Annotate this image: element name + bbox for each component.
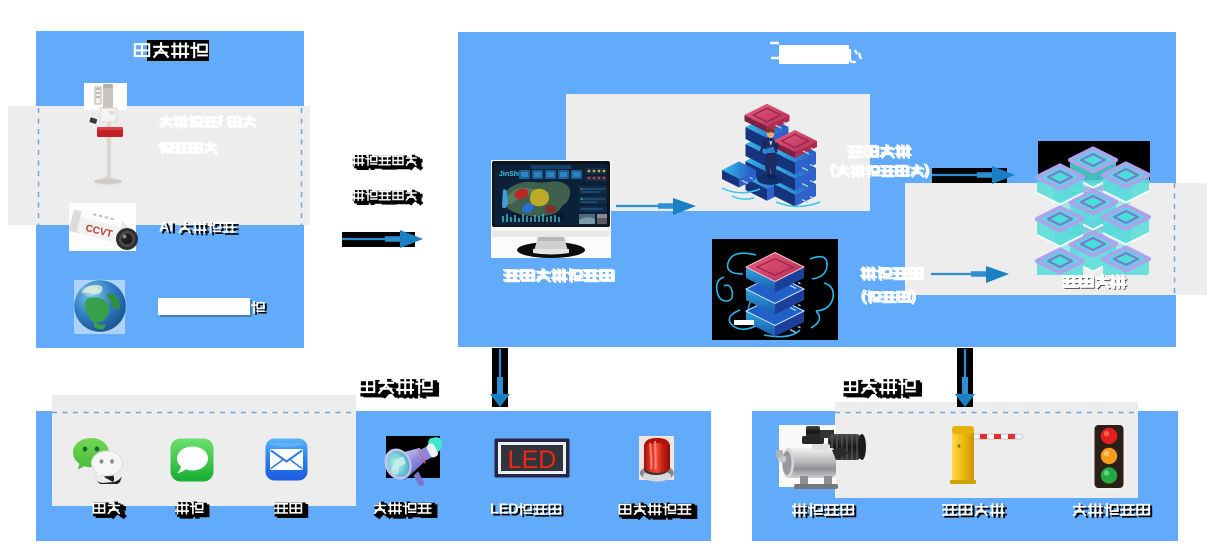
svg-text:/: / [217, 114, 221, 130]
svg-text:LED: LED [490, 502, 519, 518]
svg-text:JinShui: JinShui [499, 171, 524, 178]
svg-text:AI: AI [159, 220, 173, 236]
svg-text:LED: LED [508, 446, 557, 474]
svg-text:LED: LED [492, 503, 521, 519]
svg-text:AI: AI [162, 222, 176, 238]
svg-text:/: / [219, 115, 223, 131]
